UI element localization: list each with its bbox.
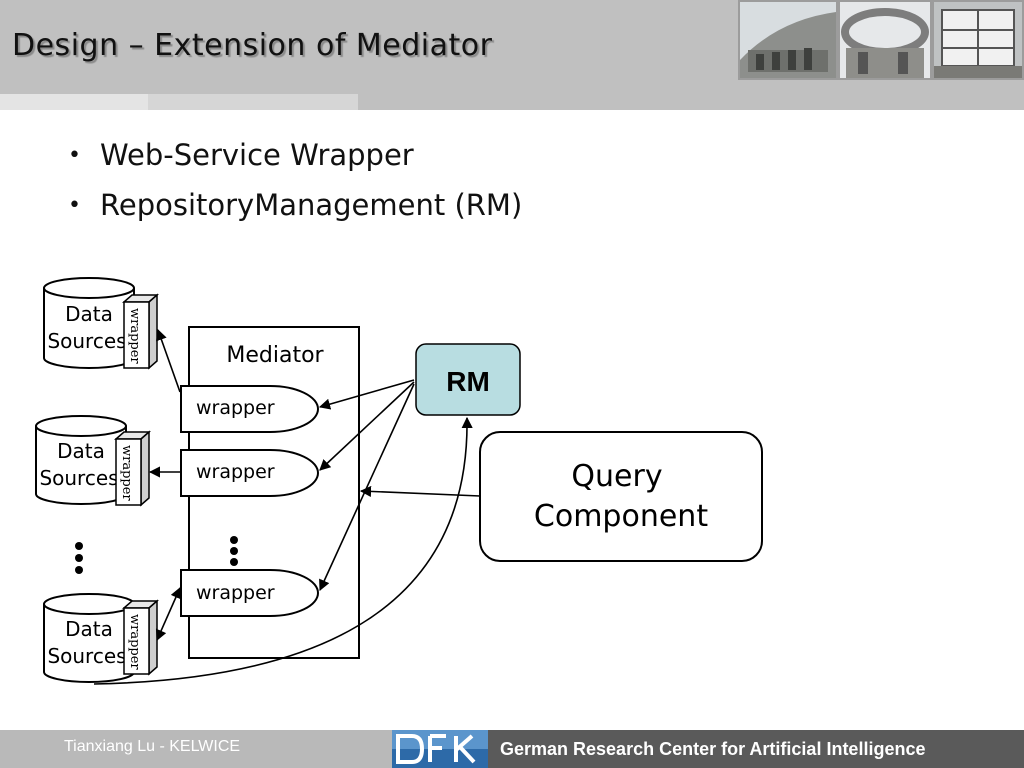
data-source-label: Sources: [47, 644, 126, 668]
sources-ellipsis-icon: [75, 542, 83, 574]
arrow-rm-to-wrapper2: [319, 381, 415, 471]
mediator-wrapper-1: wrapper: [180, 385, 319, 433]
mediator-wrapper-label: wrapper: [196, 461, 275, 483]
arrow-wrapper1-to-source1: [156, 328, 181, 393]
bullet-list: • Web-Service Wrapper • RepositoryManageme…: [68, 138, 522, 238]
query-label: Query: [571, 459, 662, 494]
wrappers-ellipsis-icon: [230, 536, 238, 566]
source-wrapper-1: wrapper: [122, 293, 159, 370]
rm-box: RM: [415, 343, 521, 416]
bullet-item: • RepositoryManagement (RM): [68, 188, 522, 238]
source-wrapper-label: wrapper: [127, 308, 142, 364]
source-wrapper-label: wrapper: [119, 445, 134, 501]
slide-footer: Tianxiang Lu - KELWICE German Research C…: [0, 730, 1024, 768]
data-source-1: Data Sources: [43, 277, 135, 369]
source-wrapper-label: wrapper: [127, 614, 142, 670]
arrow-rm-to-wrapper1: [318, 379, 415, 410]
header-building-photos: [738, 0, 1024, 80]
dfki-logo-icon: [392, 730, 488, 768]
bullet-text: Web-Service Wrapper: [100, 138, 414, 172]
bullet-item: • Web-Service Wrapper: [68, 138, 522, 188]
data-source-label: Sources: [47, 329, 126, 353]
mediator-wrapper-label: wrapper: [196, 582, 275, 604]
arrow-query-to-mediator: [359, 485, 481, 498]
header-strip-mid: [148, 94, 358, 110]
slide-header: Design – Extension of Mediator: [0, 0, 1024, 110]
data-source-2: Data Sources: [35, 415, 127, 505]
header-strip-light: [0, 94, 148, 110]
mediator-wrapper-3: wrapper: [180, 569, 319, 617]
data-source-label: Data: [57, 439, 105, 463]
query-component-box: Query Component: [479, 431, 763, 562]
source-wrapper-3: wrapper: [122, 599, 159, 676]
slide-title: Design – Extension of Mediator: [12, 28, 493, 63]
data-source-3: Data Sources: [43, 593, 135, 683]
data-source-label: Data: [65, 302, 113, 326]
bullet-text: RepositoryManagement (RM): [100, 188, 523, 222]
mediator-label: Mediator: [226, 343, 324, 368]
bullet-dot: •: [68, 143, 81, 168]
data-source-label: Sources: [39, 466, 118, 490]
source-wrapper-2: wrapper: [114, 430, 151, 507]
rm-label: RM: [446, 366, 490, 397]
footer-org-band: German Research Center for Artificial In…: [488, 730, 1024, 768]
query-label: Component: [534, 499, 708, 534]
arrow-source3-to-rm: [93, 416, 473, 685]
mediator-wrapper-label: wrapper: [196, 397, 275, 419]
footer-organization: German Research Center for Artificial In…: [500, 739, 926, 759]
bullet-dot: •: [68, 193, 81, 218]
data-source-label: Data: [65, 617, 113, 641]
footer-author: Tianxiang Lu - KELWICE: [64, 738, 241, 755]
mediator-wrapper-2: wrapper: [180, 449, 319, 497]
arrow-wrapper3-to-source3: [155, 586, 182, 642]
